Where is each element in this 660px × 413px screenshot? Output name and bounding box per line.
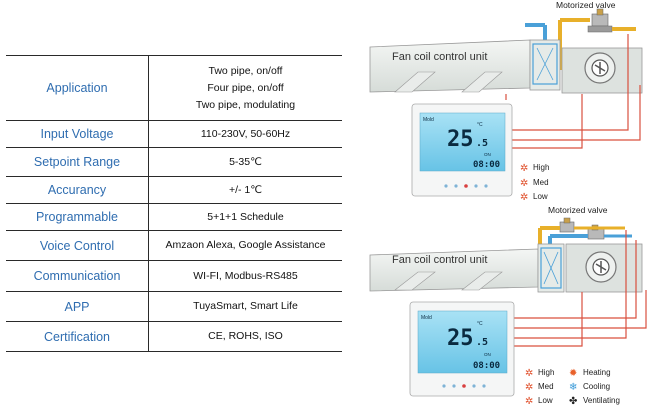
spec-key: Programmable — [6, 204, 149, 230]
fan-coil-unit — [369, 243, 643, 293]
lcd-temp: 25 — [447, 326, 474, 351]
spec-value: CE, ROHS, ISO — [149, 322, 342, 351]
spec-value: TuyaSmart, Smart Life — [149, 292, 342, 321]
lcd-mode: Mold — [423, 117, 434, 123]
legend-high: High — [538, 368, 554, 377]
legend-low: Low — [538, 396, 553, 405]
spec-value-line: Four pipe, on/off — [207, 81, 284, 94]
diagram-bottom: Motorized valve Fan coil control unit — [369, 205, 647, 407]
spec-value-line: Two pipe, modulating — [195, 98, 296, 111]
fan-high-icon: ✲ — [525, 368, 533, 379]
spec-key: Communication — [6, 261, 149, 291]
button-icon — [472, 384, 476, 388]
legend-med: Med — [538, 382, 554, 391]
spec-value: Two pipe, on/off Four pipe, on/off Two p… — [149, 56, 342, 120]
spec-value-line: +/- 1℃ — [228, 183, 263, 196]
unit-label: Fan coil control unit — [392, 254, 487, 266]
button-icon — [474, 184, 478, 188]
legend-high: High — [533, 163, 549, 172]
spec-value-line: CE, ROHS, ISO — [208, 330, 283, 342]
spec-row-input-voltage: Input Voltage 110-230V, 50-60Hz — [6, 121, 342, 148]
power-icon — [462, 384, 466, 388]
spec-value: WI-FI, Modbus-RS485 — [149, 261, 342, 291]
spec-value: 110-230V, 50-60Hz — [149, 121, 342, 147]
spec-value-line: 5+1+1 Schedule — [207, 210, 284, 223]
spec-key: Voice Control — [6, 231, 149, 260]
spec-value: +/- 1℃ — [149, 177, 342, 203]
heating-icon: ✹ — [569, 368, 577, 379]
motorized-valve-icon — [587, 8, 613, 33]
spec-value-line: Two pipe, on/off — [208, 64, 283, 77]
button-icon — [452, 384, 456, 388]
thermostat-bottom: Mold 25 .5 °C ON 08:00 — [409, 301, 515, 397]
power-icon — [464, 184, 468, 188]
spec-value-line: 110-230V, 50-60Hz — [200, 127, 291, 140]
fan-low-icon: ✲ — [520, 192, 528, 203]
fan-high-icon: ✲ — [520, 163, 528, 174]
spec-value-line: 5-35℃ — [229, 155, 262, 168]
button-icon — [442, 384, 446, 388]
button-icon — [444, 184, 448, 188]
lcd-unit: °C — [477, 321, 483, 327]
spec-key: APP — [6, 292, 149, 321]
unit-label: Fan coil control unit — [392, 51, 487, 63]
thermostat-top: Mold 25 .5 °C ON 08:00 — [411, 103, 513, 197]
fan-med-icon: ✲ — [520, 178, 528, 189]
spec-key: Input Voltage — [6, 121, 149, 147]
fan-low-icon: ✲ — [525, 396, 533, 407]
legend-heating: Heating — [583, 368, 611, 377]
diagram-top: Motorized valve Fan coil control unit — [369, 0, 643, 203]
spec-table: Application Two pipe, on/off Four pipe, … — [6, 55, 342, 352]
spec-key: Application — [6, 56, 149, 120]
spec-row-setpoint-range: Setpoint Range 5-35℃ — [6, 148, 342, 177]
lcd-temp-decimal: .5 — [476, 138, 488, 149]
fan-speed-legend: ✲ High ✲ Med ✲ Low — [520, 163, 549, 203]
spec-row-programmable: Programmable 5+1+1 Schedule — [6, 204, 342, 231]
spec-row-certification: Certification CE, ROHS, ISO — [6, 322, 342, 352]
lcd-time: 08:00 — [473, 160, 500, 170]
spec-row-communication: Communication WI-FI, Modbus-RS485 — [6, 261, 342, 292]
lcd-temp-decimal: .5 — [476, 337, 488, 348]
button-icon — [454, 184, 458, 188]
fan-med-icon: ✲ — [525, 382, 533, 393]
lcd-temp: 25 — [447, 127, 474, 152]
legend-cooling: Cooling — [583, 382, 610, 391]
spec-value: 5-35℃ — [149, 148, 342, 176]
spec-value-line: Amzaon Alexa, Google Assistance — [165, 239, 326, 251]
fan-icon — [585, 251, 617, 283]
spec-row-app: APP TuyaSmart, Smart Life — [6, 292, 342, 322]
spec-key: Setpoint Range — [6, 148, 149, 176]
spec-value-line: WI-FI, Modbus-RS485 — [193, 269, 298, 282]
lcd-on: ON — [484, 352, 491, 357]
lcd-on: ON — [484, 152, 491, 157]
lcd-mode: Mold — [421, 315, 432, 321]
fan-speed-legend: ✲ High ✲ Med ✲ Low — [525, 368, 554, 407]
motorized-valve-label: Motorized valve — [548, 205, 608, 215]
spec-row-accuracy: Accurancy +/- 1℃ — [6, 177, 342, 204]
spec-value: Amzaon Alexa, Google Assistance — [149, 231, 342, 260]
cooling-icon: ❄ — [569, 382, 577, 393]
motorized-valve-label: Motorized valve — [556, 0, 616, 10]
button-icon — [484, 184, 488, 188]
ventilating-icon: ✤ — [569, 396, 577, 407]
legend-low: Low — [533, 192, 548, 201]
button-icon — [482, 384, 486, 388]
legend-med: Med — [533, 178, 549, 187]
lcd-unit: °C — [477, 122, 483, 128]
spec-row-application: Application Two pipe, on/off Four pipe, … — [6, 55, 342, 121]
spec-value-line: TuyaSmart, Smart Life — [193, 300, 298, 312]
legend-ventilating: Ventilating — [583, 396, 620, 405]
spec-row-voice-control: Voice Control Amzaon Alexa, Google Assis… — [6, 231, 342, 261]
fan-icon — [584, 52, 616, 84]
lcd-time: 08:00 — [473, 361, 500, 371]
spec-key: Accurancy — [6, 177, 149, 203]
mode-legend: ✹ Heating ❄ Cooling ✤ Ventilating — [569, 368, 620, 407]
spec-value: 5+1+1 Schedule — [149, 204, 342, 230]
spec-key: Certification — [6, 322, 149, 351]
